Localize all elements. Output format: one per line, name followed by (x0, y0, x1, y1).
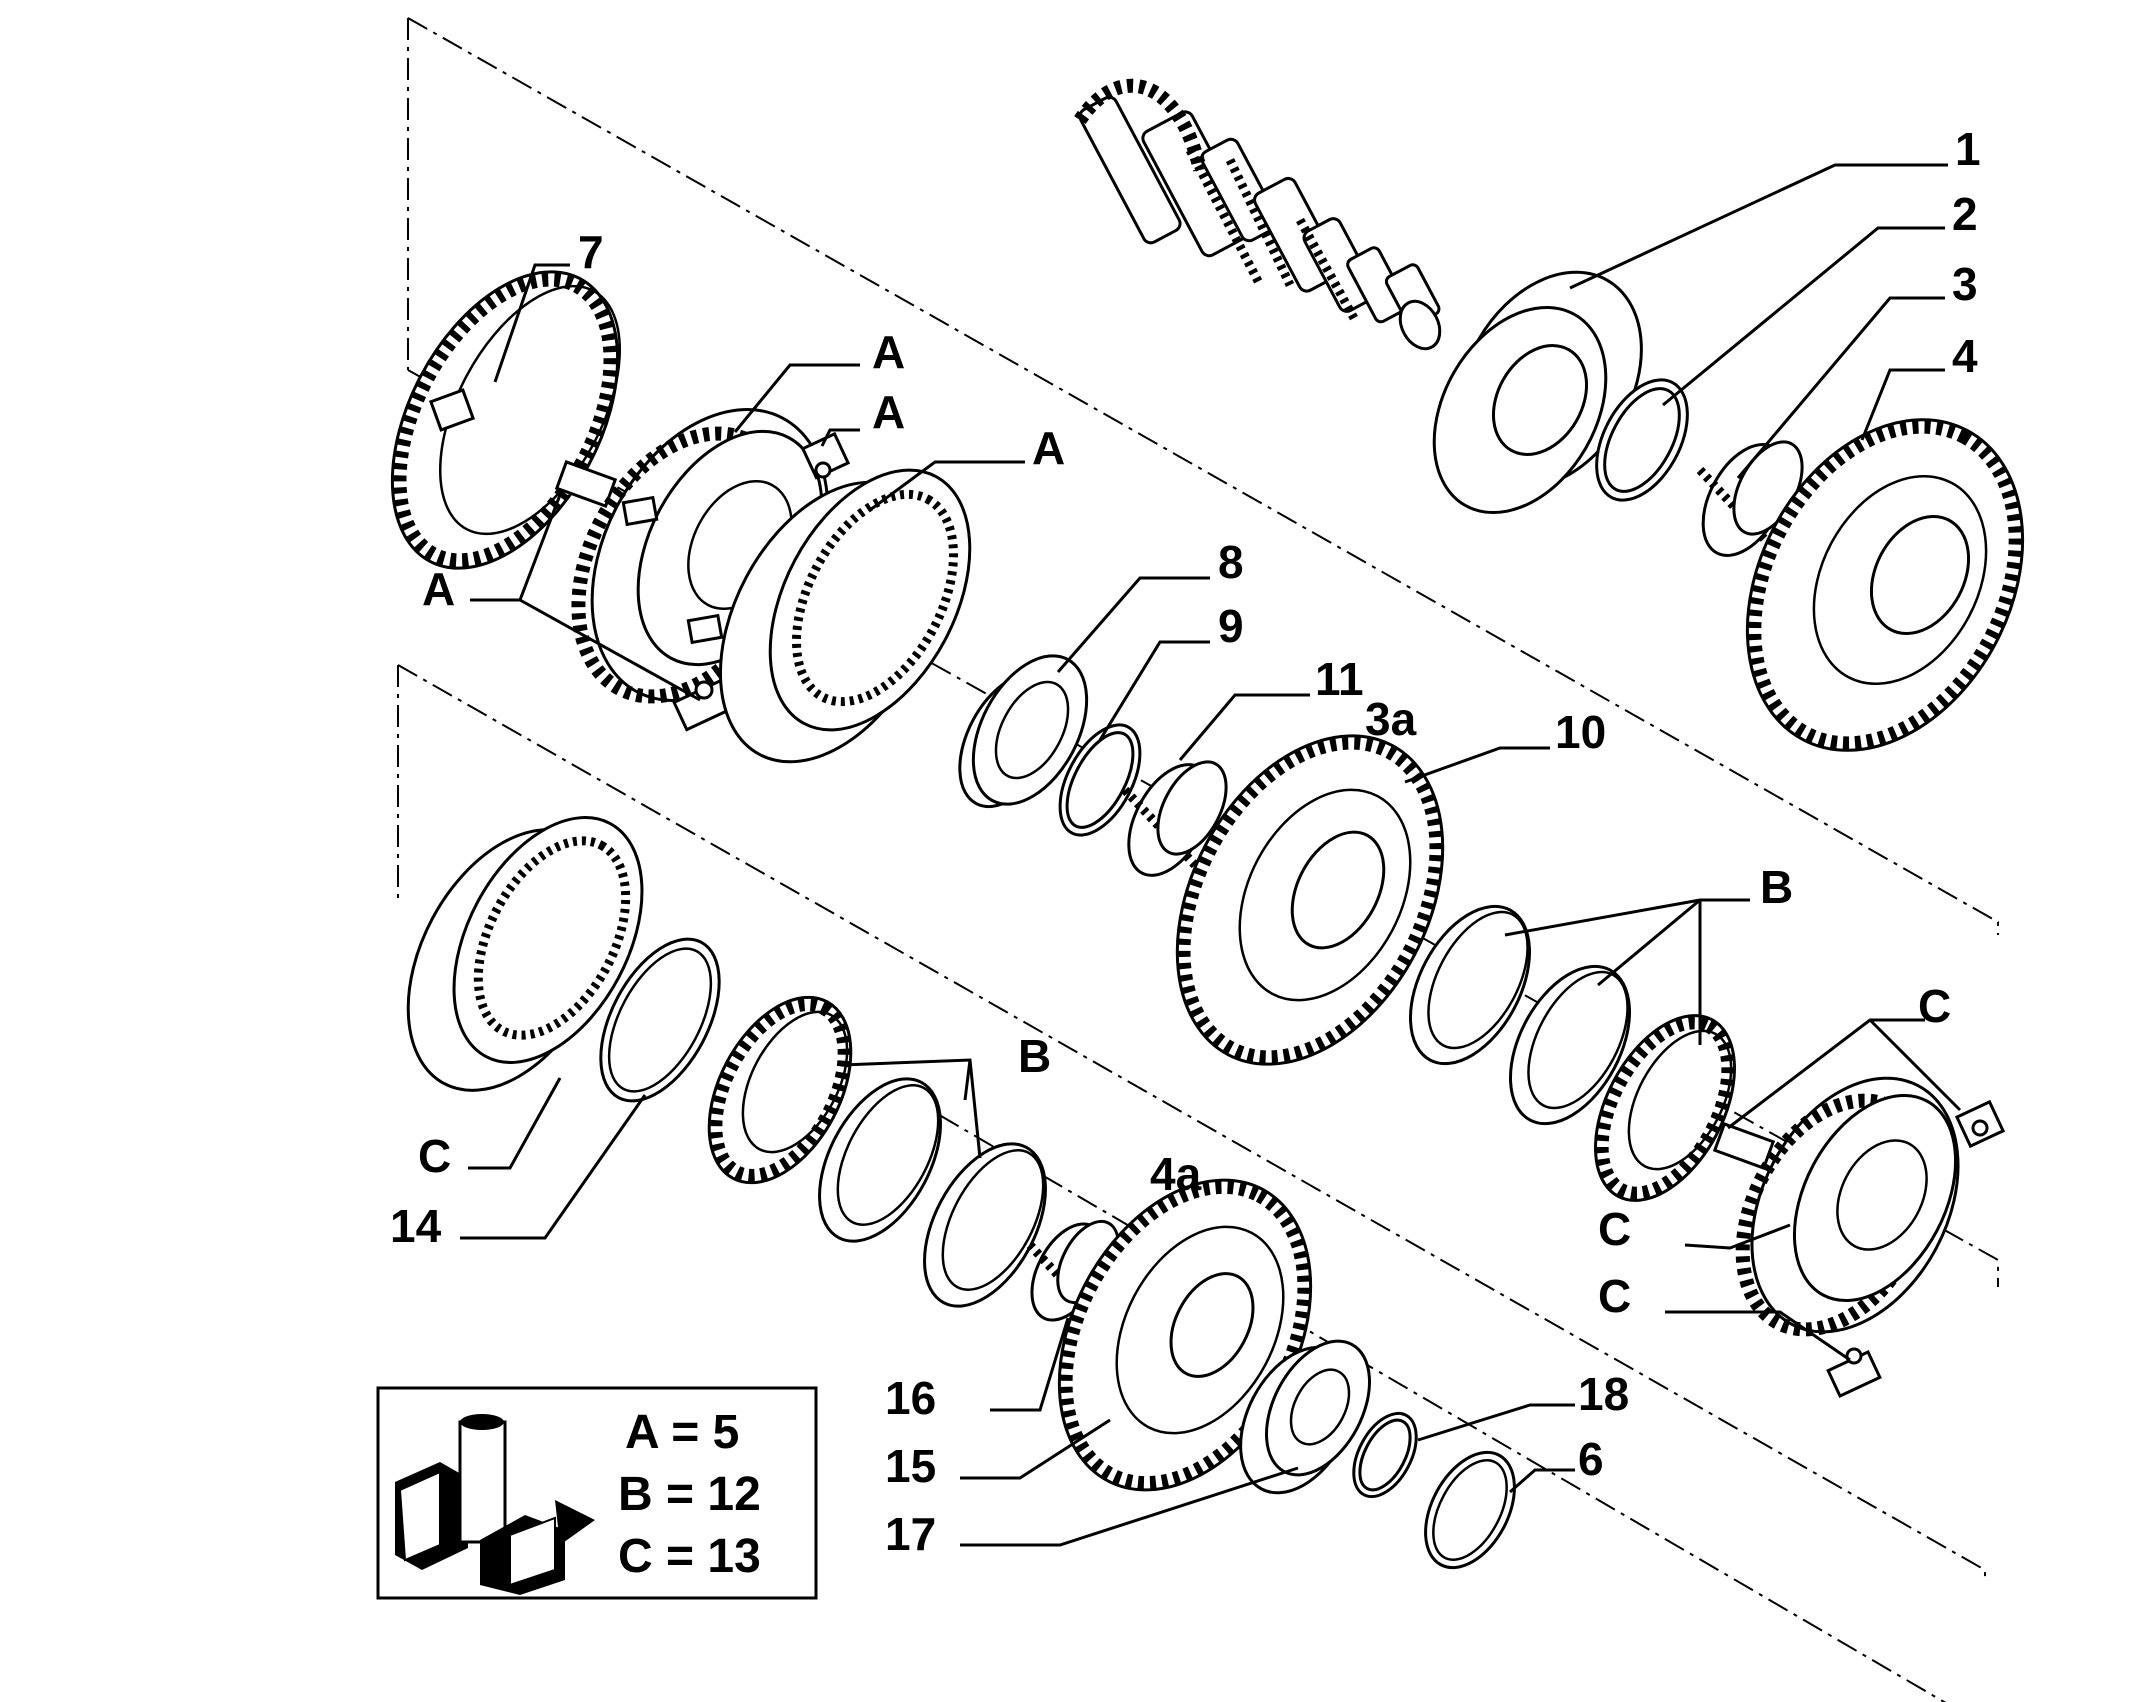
callout-18: 18 (1578, 1368, 1629, 1420)
callout-15: 15 (885, 1440, 936, 1492)
synchro-ring-part-7 (390, 270, 622, 570)
legend-box: A = 5 B = 12 C = 13 (376, 1386, 818, 1600)
callout-9: 9 (1218, 600, 1244, 652)
snap-ring-part-2 (1595, 378, 1689, 502)
callout-16: 16 (885, 1372, 936, 1424)
callout-11: 11 (1315, 653, 1364, 705)
main-shaft (1074, 78, 1442, 351)
callout-4: 4 (1952, 330, 1978, 382)
callout-8: 8 (1218, 536, 1244, 588)
callout-a-key: A (422, 563, 455, 615)
synchro-ring-b-lower (707, 995, 853, 1185)
key-plate-c (1712, 1122, 1776, 1170)
shim-part-14 (599, 937, 721, 1103)
spring-clip-c-lower (1826, 1347, 1882, 1398)
callout-c-clip: C (1598, 1270, 1631, 1322)
spring-clip-c-upper (1954, 1099, 2006, 1149)
bearing-part-1 (1432, 270, 1643, 515)
callout-c-right: C (1918, 980, 1951, 1032)
kit-pictogram-icon (395, 1414, 595, 1595)
gear-part-4 (1745, 418, 2025, 752)
synchro-cone-b-2 (1508, 964, 1632, 1126)
callout-2: 2 (1952, 188, 1978, 240)
callout-3a: 3a (1365, 693, 1417, 745)
legend-line-c: C = 13 (618, 1530, 761, 1583)
callout-7: 7 (578, 226, 604, 278)
callout-17: 17 (885, 1508, 936, 1560)
needle-bearing-part-11 (1121, 760, 1228, 877)
synchro-ring-b-3 (1594, 1014, 1736, 1202)
callout-14: 14 (390, 1200, 442, 1252)
sliding-sleeve-c (406, 816, 644, 1092)
callout-10: 10 (1555, 706, 1606, 758)
callout-4a: 4a (1150, 1148, 1202, 1200)
bearing-part-17 (1239, 1339, 1371, 1495)
legend-line-a: A = 5 (625, 1406, 739, 1459)
callout-a-clip: A (872, 386, 905, 438)
synchro-hub-c (1735, 1076, 1960, 1337)
synchro-cone-b-1 (1408, 904, 1532, 1066)
callout-b-lower: B (1018, 1030, 1051, 1082)
key-plate-a (554, 460, 618, 508)
leader-lines (460, 163, 1962, 1547)
spring-clip-a-upper (800, 431, 851, 480)
callout-c-sleeve: C (418, 1130, 451, 1182)
sliding-sleeve-a (718, 468, 972, 764)
callout-a-sleeve: A (1032, 422, 1065, 474)
callout-6: 6 (1578, 1433, 1604, 1485)
snap-ring-part-18 (1352, 1411, 1418, 1499)
callout-3: 3 (1952, 258, 1978, 310)
legend-line-b: B = 12 (618, 1468, 761, 1521)
callout-a-hub: A (872, 326, 905, 378)
callout-c-hub: C (1598, 1203, 1631, 1255)
callout-1: 1 (1955, 123, 1981, 175)
needle-bearing-part-3 (1696, 440, 1804, 557)
assembly-boundary-lower (397, 664, 1986, 1702)
synchro-cone-b-lower-1 (818, 1077, 942, 1243)
shim-part-6 (1424, 1450, 1516, 1570)
callout-b-right: B (1760, 861, 1793, 913)
gear-part-3a (1175, 734, 1445, 1066)
snap-ring-part-9 (1058, 723, 1142, 837)
assembly-boundary-upper (407, 17, 1999, 1287)
bushing-part-8 (958, 654, 1089, 809)
